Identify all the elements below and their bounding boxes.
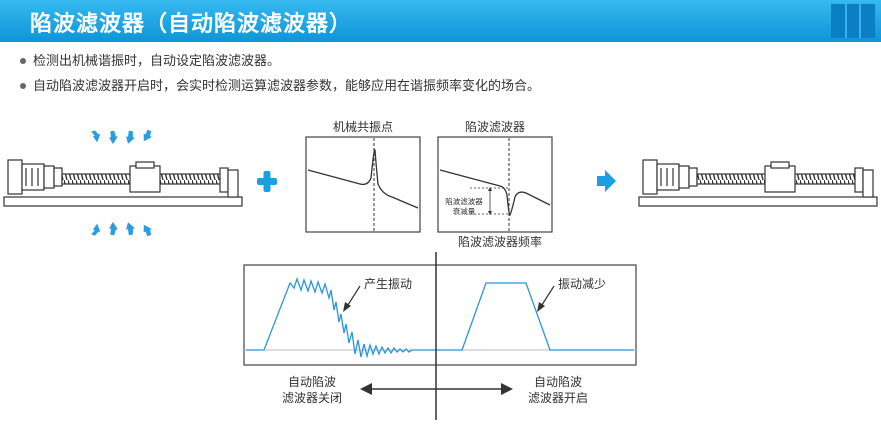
attenuation-label-line2: 衰减量	[453, 206, 476, 216]
filter-on-label-line2: 滤波器开启	[528, 391, 588, 405]
plus-icon	[257, 171, 277, 192]
double-arrow-icon	[360, 383, 513, 395]
bullet-item-2: 自动陷波滤波器开启时，会实时检测运算滤波器参数，能够应用在谐振频率变化的场合。	[20, 75, 540, 94]
title-decoration	[831, 4, 875, 38]
waveform-filter-on	[436, 282, 634, 351]
filter-on-label-line1: 自动陷波	[534, 374, 582, 389]
ball-screw-stage-icon	[3, 159, 243, 207]
mechanical-resonance-title: 机械共振点	[333, 119, 393, 134]
vibration-arrow-icon	[143, 224, 153, 237]
attenuation-label-line1: 陷波滤波器	[445, 196, 483, 206]
vibration-arrows-bottom	[91, 221, 153, 237]
vibration-arrow-icon	[109, 221, 118, 236]
ball-screw-stage-icon	[638, 159, 878, 207]
vibration-occurs-label: 产生振动	[364, 277, 412, 291]
waveform-panel: 产生振动 振动减少	[243, 264, 637, 366]
vibration-arrow-icon	[109, 130, 118, 145]
filter-off-label-line1: 自动陷波	[288, 374, 336, 389]
waveform-filter-off	[246, 277, 436, 359]
notch-frequency-label: 陷波滤波器频率	[458, 234, 542, 249]
filter-off-label-line2: 滤波器关闭	[282, 391, 342, 405]
bullet-text-2: 自动陷波滤波器开启时，会实时检测运算滤波器参数，能够应用在谐振频率变化的场合。	[33, 79, 541, 94]
vibration-arrow-icon	[91, 130, 101, 143]
mechanical-resonance-panel: 机械共振点	[305, 119, 421, 233]
bullet-dot-icon	[20, 82, 26, 89]
page-title: 陷波滤波器（自动陷波滤波器）	[30, 12, 353, 37]
bullet-text-1: 检测出机械谐振时，自动设定陷波滤波器。	[33, 54, 281, 69]
vibration-arrow-icon	[143, 129, 153, 142]
bullet-dot-icon	[20, 57, 26, 64]
vibration-arrow-icon	[91, 223, 101, 236]
vibration-arrow-icon	[126, 130, 135, 144]
arrow-right-icon	[597, 170, 616, 192]
vibration-reduced-label: 振动减少	[558, 277, 606, 291]
bullet-item-1: 检测出机械谐振时，自动设定陷波滤波器。	[20, 50, 280, 69]
notch-filter-title: 陷波滤波器	[465, 119, 525, 134]
title-bar: 陷波滤波器（自动陷波滤波器）	[0, 0, 881, 42]
vibration-arrows-top	[91, 129, 153, 145]
notch-filter-panel: 陷波滤波器 陷波滤波器 衰减量 陷波滤波器频率	[437, 119, 553, 249]
vibration-arrow-icon	[126, 222, 135, 236]
